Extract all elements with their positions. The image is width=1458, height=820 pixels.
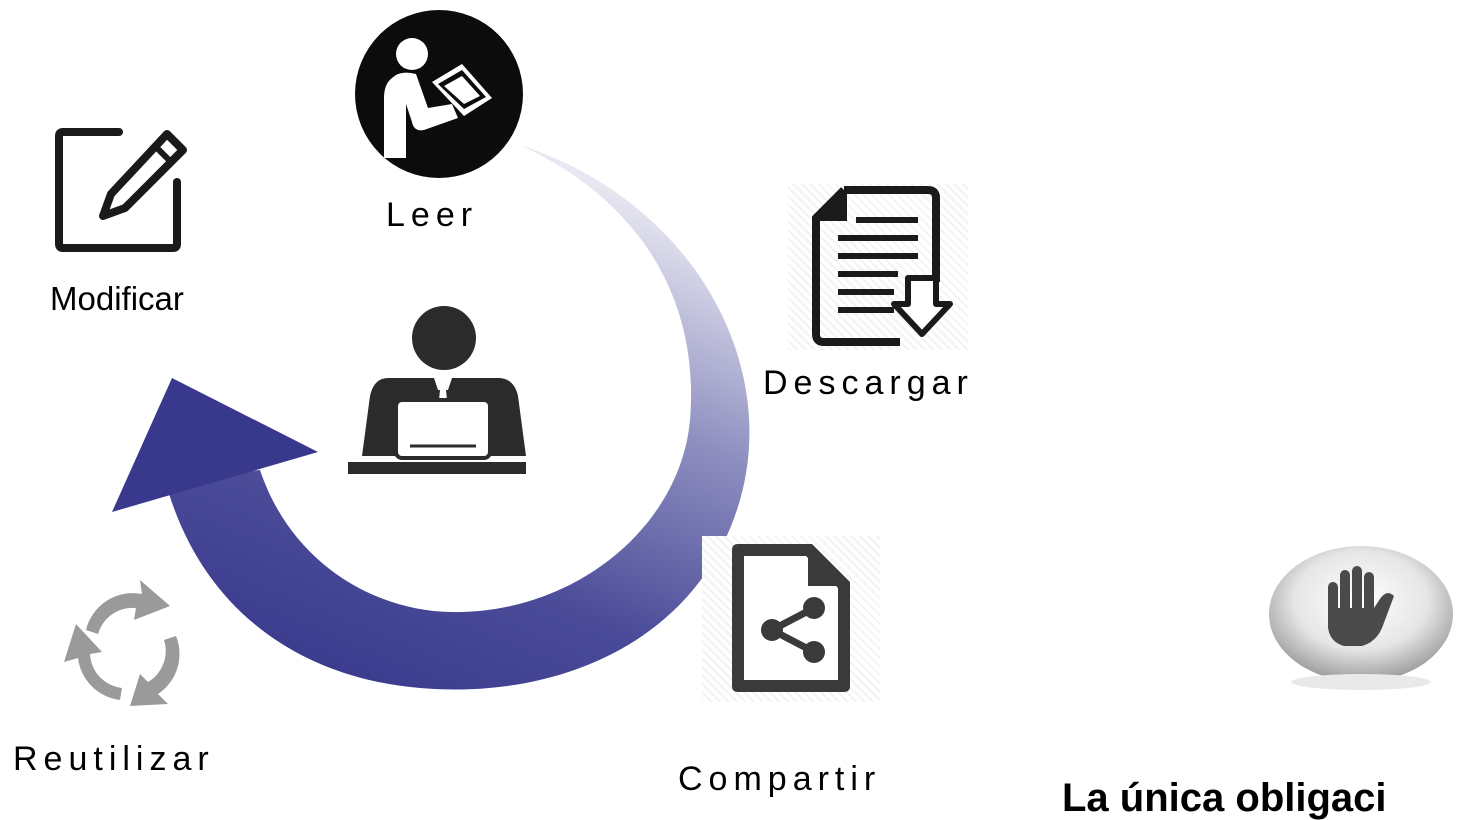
stop-hand-icon bbox=[1269, 546, 1453, 690]
label-leer: Leer bbox=[386, 196, 479, 234]
label-compartir: Compartir bbox=[678, 760, 882, 798]
label-descargar: Descargar bbox=[763, 364, 974, 402]
edit-icon-wrap bbox=[55, 126, 191, 252]
user-at-laptop-icon bbox=[348, 306, 526, 474]
arc-band bbox=[165, 145, 750, 690]
circular-arrow bbox=[112, 145, 750, 690]
label-modificar: Modificar bbox=[50, 280, 184, 317]
edit-pencil-icon bbox=[55, 128, 187, 252]
user-icon-wrap bbox=[348, 306, 526, 476]
obligation-heading: La única obligaci bbox=[1062, 776, 1387, 820]
stop-button-wrap bbox=[1266, 542, 1456, 702]
recycle-arrows-icon bbox=[64, 580, 180, 706]
share-file-icon bbox=[732, 544, 850, 692]
label-reutilizar: Reutilizar bbox=[13, 740, 215, 778]
arc-arrowhead bbox=[112, 378, 318, 512]
read-icon-wrap bbox=[340, 8, 538, 180]
share-icon-wrap bbox=[728, 540, 856, 696]
person-reading-book-icon bbox=[355, 10, 523, 178]
document-download-icon bbox=[812, 186, 953, 346]
download-icon-wrap bbox=[808, 186, 958, 346]
reuse-icon-wrap bbox=[58, 578, 198, 712]
